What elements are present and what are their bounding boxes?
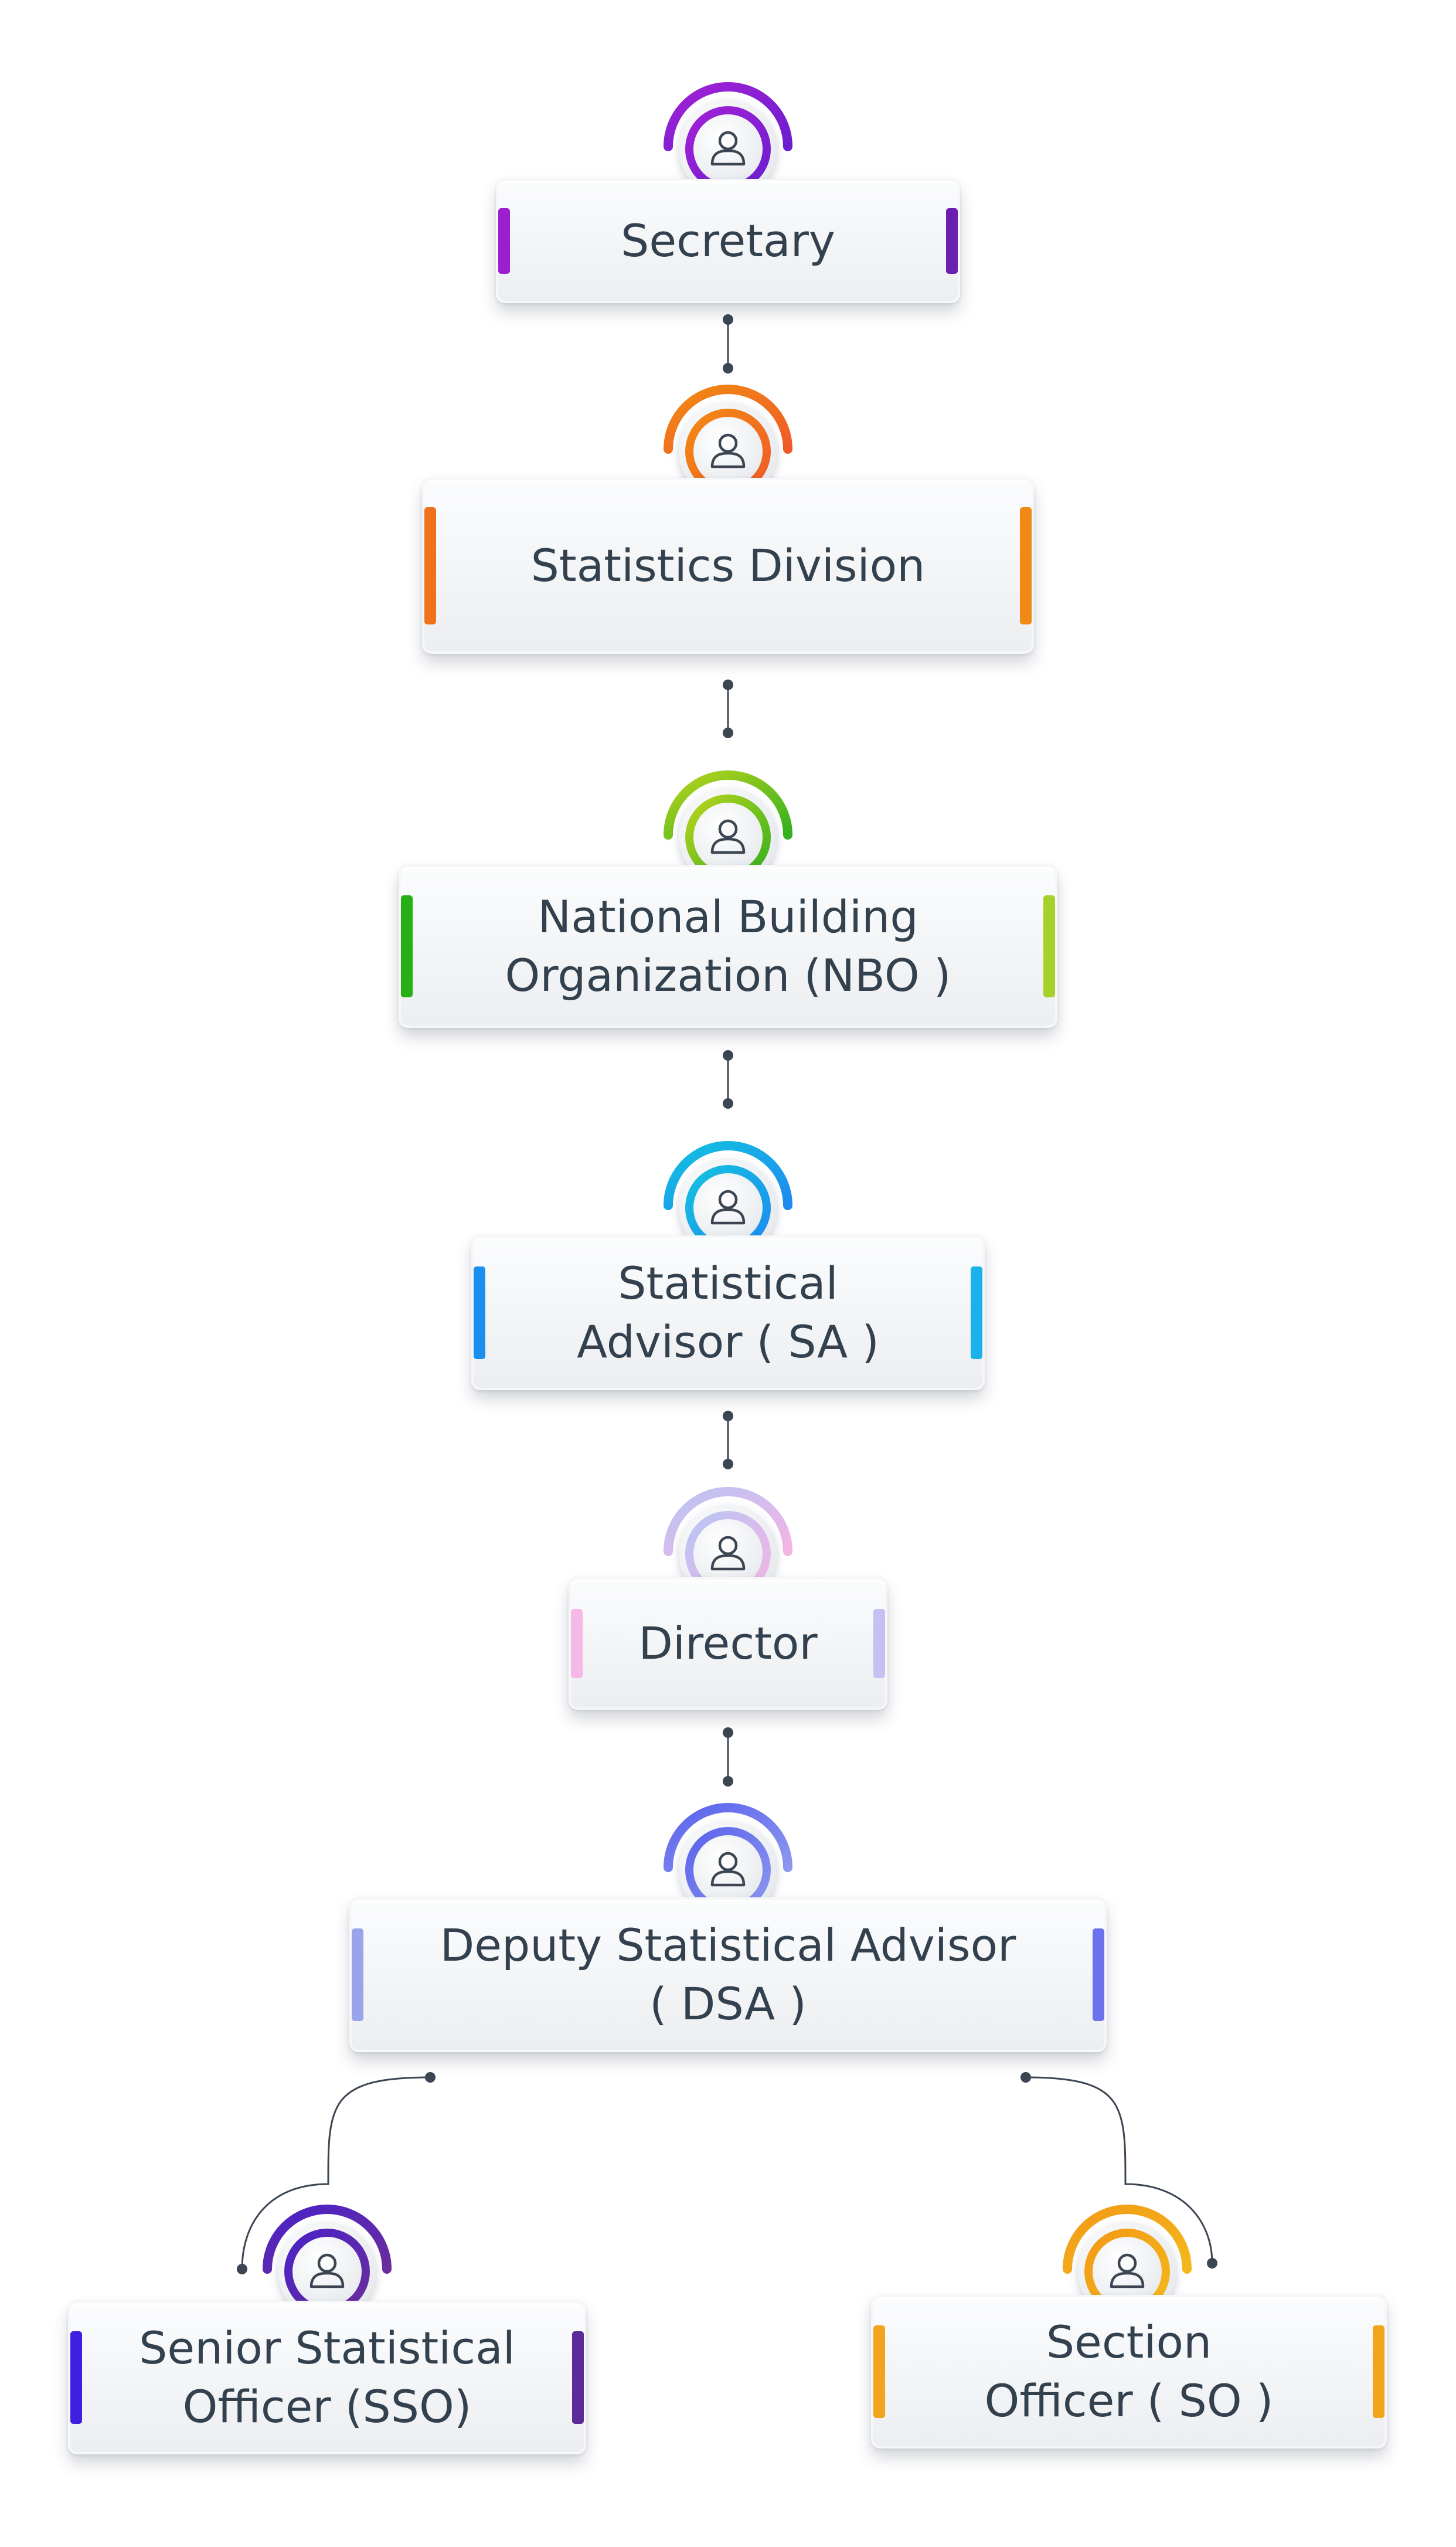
director-label-line-1: Director [638,1617,818,1669]
sa-box: Statistical Advisor ( SA ) [471,1235,985,1390]
statistics-division-badge [658,374,798,515]
sa-accent-left [474,1266,485,1359]
ring-arc [1063,2205,1192,2274]
person-icon [710,433,746,468]
secretary-box: Secretary [496,179,960,303]
nbo-label-line-2: Organization (NBO ) [505,949,951,1001]
ring-arc [664,1141,792,1210]
secretary-accent-left [498,208,510,274]
ring-arc [664,82,792,151]
dsa-accent-left [352,1928,363,2021]
sso-accent-left [70,2331,82,2424]
nbo-box: National Building Organization (NBO ) [399,865,1057,1028]
director-accent-right [873,1609,885,1678]
so-accent-right [1373,2325,1384,2418]
dsa-label-line-1: Deputy Statistical Advisor [440,1918,1016,1971]
sso-accent-right [572,2331,584,2424]
ring-arc [263,2205,392,2274]
person-icon [710,1536,746,1571]
sso-badge [257,2194,397,2335]
director-accent-left [571,1609,583,1678]
person-icon [710,131,746,166]
person-icon [309,2253,345,2288]
secretary-label-line-1: Secretary [621,214,835,267]
nbo-accent-right [1043,895,1055,997]
sa-label-line-1: Statistical [618,1256,838,1309]
person-icon [1110,2253,1145,2288]
so-accent-left [873,2325,885,2418]
so-label-line-2: Officer ( SO ) [984,2375,1274,2427]
sa-accent-right [971,1266,982,1359]
ring-arc [664,1803,792,1872]
connector-group [241,320,1213,2270]
secretary-badge [658,72,798,212]
nbo-accent-left [401,895,413,997]
statistics-division-label: Statistics Division [448,480,1008,651]
sa-label-line-2: Advisor ( SA ) [577,1316,879,1368]
dsa-badge [658,1792,798,1933]
statistics-division-label-line-1: Statistics Division [530,539,926,592]
person-icon [710,819,746,854]
director-label: Director [594,1580,862,1707]
so-box: Section Officer ( SO ) [871,2295,1387,2448]
secretary-accent-right [946,208,958,274]
sa-label: Statistical Advisor ( SA ) [497,1238,959,1388]
dsa-label-line-2: ( DSA ) [649,1978,807,2030]
statistics-division-accent-right [1020,507,1032,624]
ring-arc [664,770,792,840]
statistics-division-box: Statistics Division [422,478,1034,654]
so-label-line-1: Section [1046,2315,1212,2368]
nbo-label-line-1: National Building [538,890,918,943]
dsa-box: Deputy Statistical Advisor ( DSA ) [349,1897,1107,2052]
ring-arc [664,1487,792,1556]
director-box: Director [569,1577,887,1710]
connector-dsa-so [1025,2076,1213,2264]
dsa-accent-right [1093,1928,1104,2021]
sso-label: Senior Statistical Officer (SSO) [94,2303,560,2452]
statistics-division-accent-left [424,507,436,624]
nbo-label: National Building Organization (NBO ) [424,867,1032,1025]
sso-box: Senior Statistical Officer (SSO) [68,2301,586,2454]
ring-arc [664,385,792,454]
so-label: Section Officer ( SO ) [897,2297,1361,2446]
nbo-badge [658,760,798,901]
connector-dsa-sso [241,2076,431,2270]
person-icon [710,1852,746,1887]
sso-label-line-1: Senior Statistical [139,2321,515,2374]
connector-dots [237,314,1217,2274]
person-icon [710,1190,746,1225]
dsa-label: Deputy Statistical Advisor ( DSA ) [375,1900,1081,2050]
sso-label-line-2: Officer (SSO) [182,2380,472,2433]
secretary-label: Secretary [522,181,934,301]
